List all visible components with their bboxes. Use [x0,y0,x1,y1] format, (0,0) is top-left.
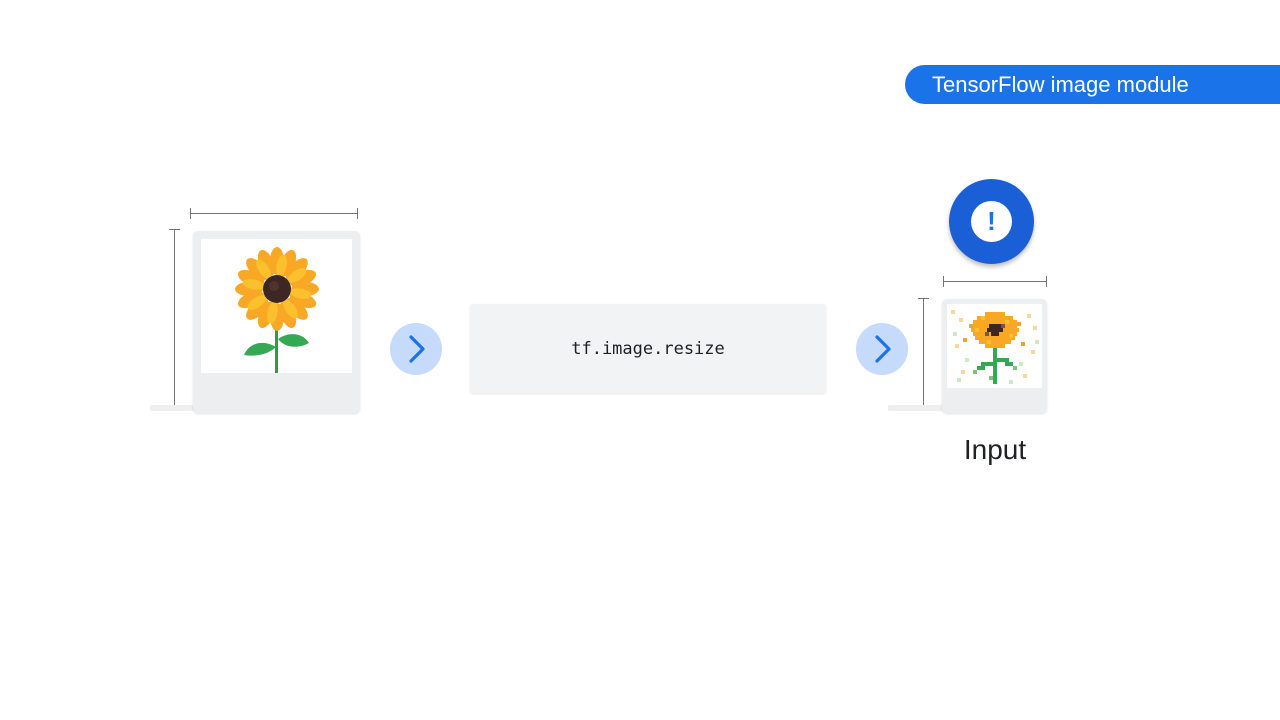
exclamation-icon: ! [971,201,1012,242]
sunflower-image [235,247,319,373]
arrow-button-2 [856,323,908,375]
source-image-card [193,231,360,413]
resize-operation-box: tf.image.resize [470,304,826,393]
chevron-right-icon [409,335,425,363]
source-image-frame [201,239,352,373]
module-badge: TensorFlow image module [905,65,1280,104]
source-floor-shadow [150,405,198,411]
source-height-guide [169,229,180,410]
resized-image-card [942,299,1047,413]
chevron-right-icon [875,335,891,363]
arrow-button-1 [390,323,442,375]
resized-height-guide [918,298,929,410]
input-label: Input [963,434,1027,465]
resized-image-frame [947,304,1042,388]
resized-floor-shadow [888,405,946,411]
resized-width-guide [943,276,1047,287]
pixelated-sunflower-image [951,310,1039,384]
alert-badge: ! [949,179,1034,264]
source-width-guide [190,208,358,219]
operation-label: tf.image.resize [571,338,725,359]
